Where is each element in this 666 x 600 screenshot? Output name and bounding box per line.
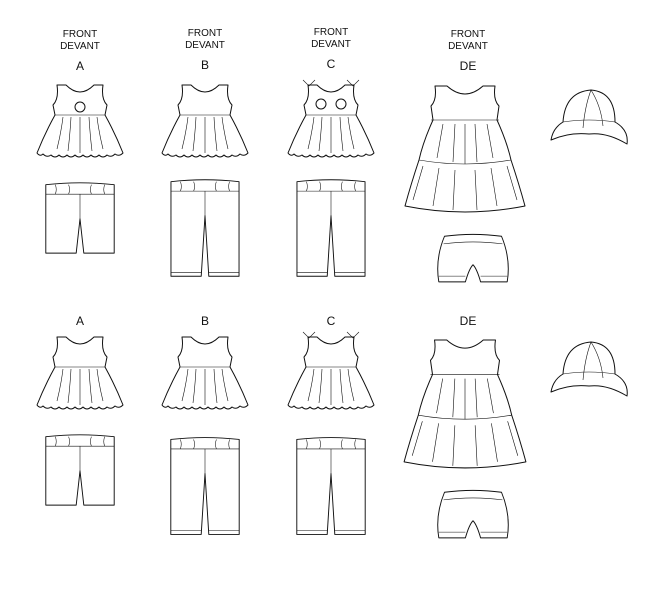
view-label-front-b: FRONT DEVANT B xyxy=(185,28,225,72)
top-b-front xyxy=(161,84,249,158)
label-front: FRONT xyxy=(188,28,222,39)
view-letter-back-de: DE xyxy=(460,314,477,328)
hat-front xyxy=(550,89,628,145)
view-letter: DE xyxy=(460,59,477,73)
label-devant: DEVANT xyxy=(448,41,488,52)
view-letter-back-b: B xyxy=(201,314,209,328)
top-b-back xyxy=(161,336,249,410)
dress-de-front xyxy=(404,85,526,213)
view-label-front-c: FRONT DEVANT C xyxy=(311,27,351,71)
bloomers-de-front xyxy=(437,233,509,283)
label-devant: DEVANT xyxy=(185,40,225,51)
shorts-a-front xyxy=(45,182,115,254)
view-letter-back-c: C xyxy=(327,314,336,328)
top-c-front xyxy=(287,84,375,158)
top-a-front xyxy=(36,84,124,158)
label-devant: DEVANT xyxy=(60,41,100,52)
pants-c-back xyxy=(296,437,366,535)
pants-b-front xyxy=(170,179,240,277)
flower-appliqué xyxy=(315,98,327,110)
view-label-front-a: FRONT DEVANT A xyxy=(60,29,100,73)
label-front: FRONT xyxy=(314,27,348,38)
top-a-back xyxy=(36,336,124,410)
label-front: FRONT xyxy=(63,29,97,40)
top-c-back xyxy=(287,336,375,410)
view-letter-back-a: A xyxy=(76,314,84,328)
pants-c-front xyxy=(296,179,366,277)
shoulder-bow xyxy=(302,331,360,339)
label-front: FRONT xyxy=(451,29,485,40)
shoulder-bow xyxy=(302,79,360,87)
label-devant: DEVANT xyxy=(311,39,351,50)
view-letter: B xyxy=(201,58,209,72)
pants-b-back xyxy=(170,437,240,535)
flower-appliqué xyxy=(74,101,86,113)
flower-appliqué xyxy=(335,98,347,110)
dress-de-back xyxy=(403,339,527,469)
view-letter: C xyxy=(327,57,336,71)
bloomers-de-back xyxy=(437,489,509,539)
view-letter: A xyxy=(76,59,84,73)
view-label-front-de: FRONT DEVANT DE xyxy=(448,29,488,73)
hat-back xyxy=(550,341,628,397)
shorts-a-back xyxy=(45,434,115,506)
